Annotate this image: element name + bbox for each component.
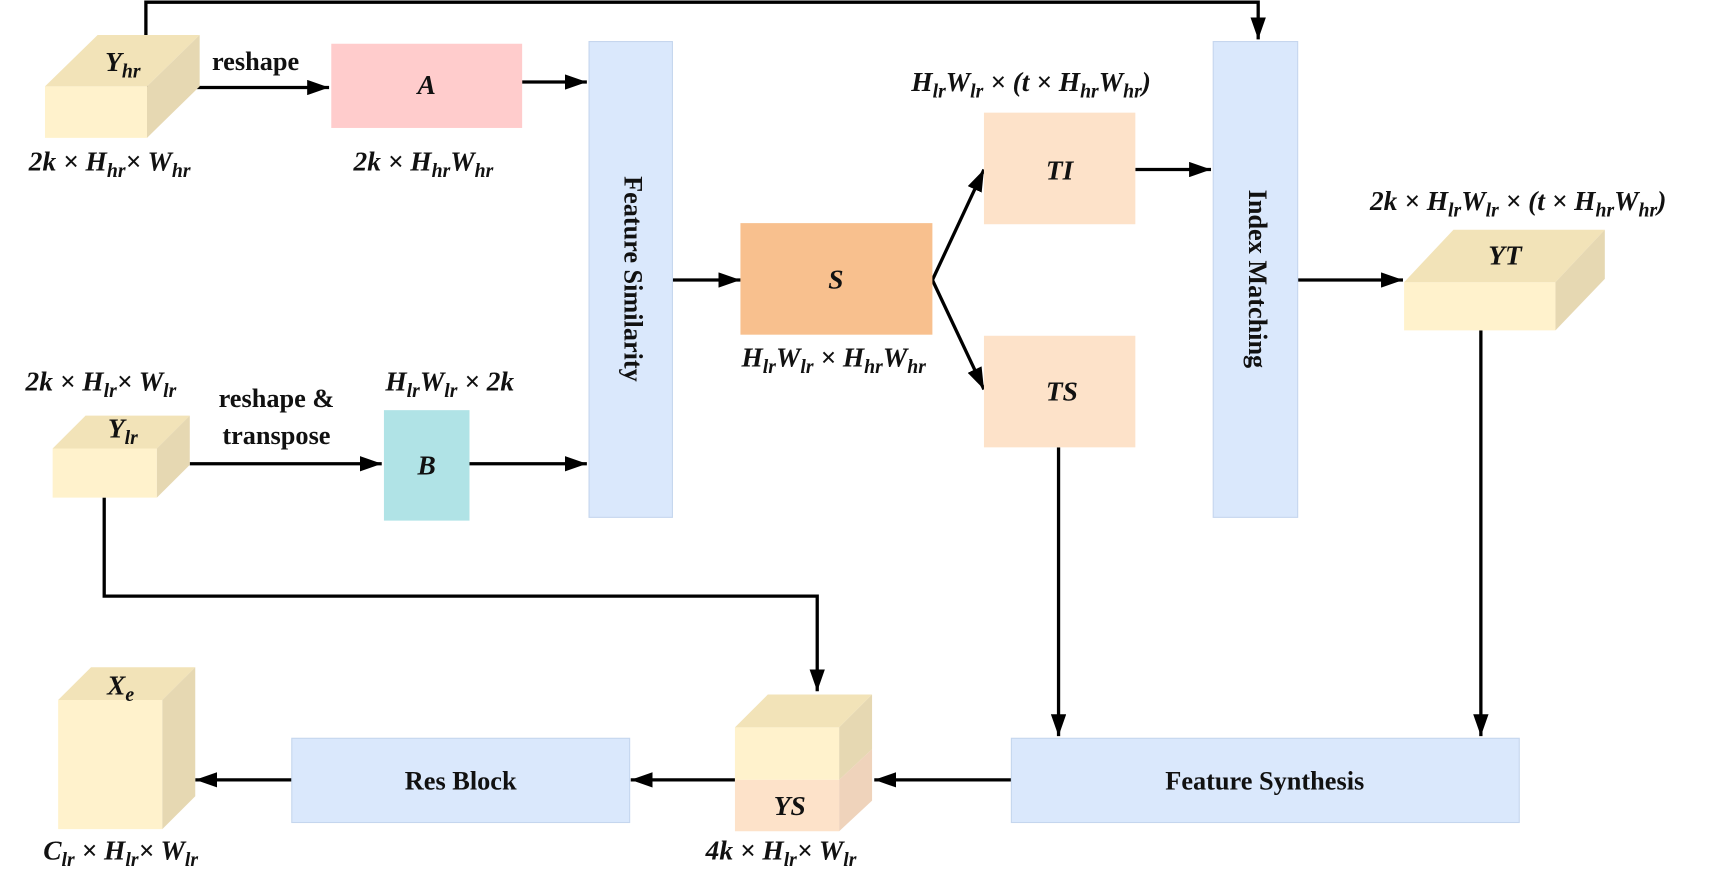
feature-similarity-block: [588, 41, 673, 518]
matrix-a: [331, 43, 523, 128]
cube-xe: [58, 667, 196, 830]
reshape-transpose-label-1: reshape &: [219, 384, 335, 413]
b-label: B: [417, 451, 436, 481]
ts-label: TS: [1046, 376, 1078, 406]
feature-synthesis-block: [1010, 737, 1520, 824]
res-block: [291, 737, 631, 824]
yt-dims: 2k × HlrWlr × (t × HhrWhr): [1369, 186, 1666, 222]
cube-yhr: [44, 35, 200, 138]
cube-ylr: [52, 415, 190, 498]
xe-label: Xe: [106, 671, 134, 707]
ylr-label: Ylr: [108, 414, 138, 450]
edges: [102, 0, 1489, 788]
edge-s-to-ts: [930, 279, 986, 391]
res-block-label: Res Block: [405, 767, 517, 796]
ys-dims: 4k × Hlr× Wlr: [705, 836, 857, 872]
matrix-ti: [983, 112, 1136, 225]
feature-similarity-label: Feature Similarity: [619, 176, 648, 382]
ti-label: TI: [1046, 155, 1075, 185]
cube-ys: [734, 694, 873, 832]
yhr-dims: 2k × Hhr× Whr: [28, 147, 191, 183]
a-dims: 2k × HhrWhr: [353, 147, 494, 183]
edge-yhr-to-index-matching: [144, 0, 1266, 44]
ti-dims: HlrWlr × (t × HhrWhr): [910, 67, 1151, 103]
xe-dims: Clr × Hlr× Wlr: [43, 836, 198, 872]
edge-ylr-to-ys: [102, 497, 825, 692]
s-label: S: [828, 265, 843, 295]
s-dims: HlrWlr × HhrWhr: [740, 342, 926, 378]
cube-yt: [1404, 229, 1605, 331]
matrix-s: [740, 223, 933, 335]
ylr-dims: 2k × Hlr× Wlr: [25, 367, 177, 403]
feature-synthesis-label: Feature Synthesis: [1165, 767, 1364, 796]
yt-label: YT: [1488, 241, 1523, 271]
matrix-b: [383, 410, 470, 521]
matrix-ts: [983, 335, 1136, 448]
index-matching-label: Index Matching: [1243, 190, 1272, 369]
edge-s-to-ti: [930, 168, 986, 281]
index-matching-block: [1212, 41, 1299, 518]
reshape-label: reshape: [212, 47, 299, 76]
ys-label: YS: [774, 791, 806, 821]
yhr-label: Yhr: [105, 47, 141, 83]
a-label: A: [416, 70, 436, 100]
b-dims: HlrWlr × 2k: [384, 367, 514, 403]
reshape-transpose-label-2: transpose: [222, 421, 330, 450]
